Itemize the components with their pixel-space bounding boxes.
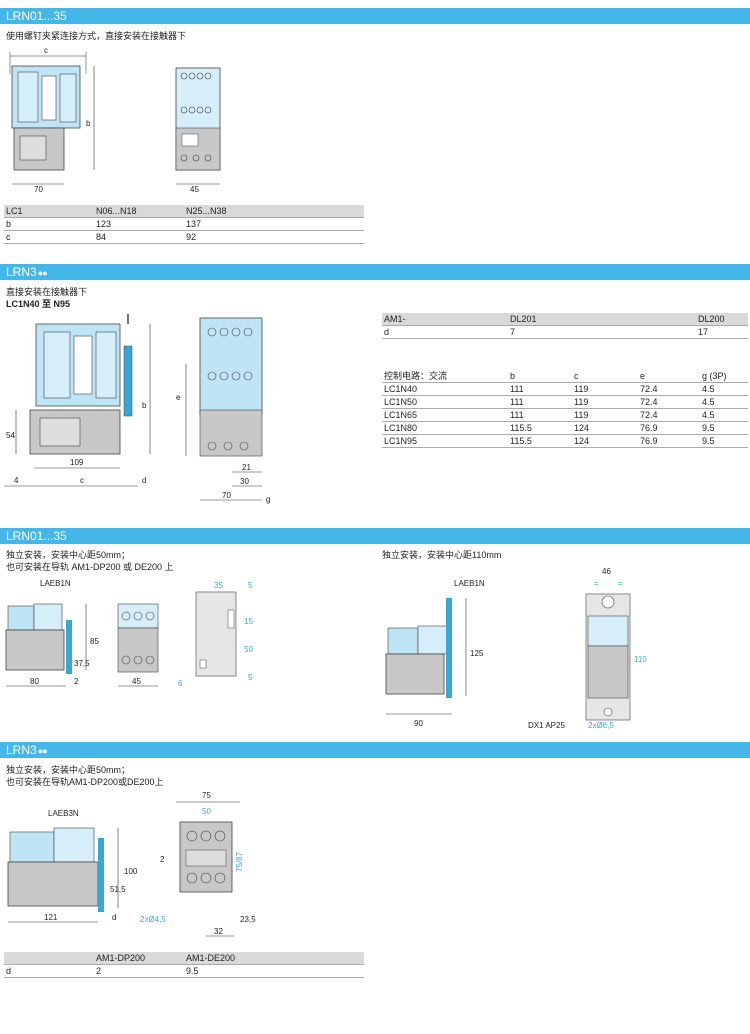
svg-text:c: c (80, 476, 84, 485)
svg-text:e: e (176, 393, 181, 402)
svg-text:51,5: 51,5 (110, 885, 126, 894)
svg-text:2: 2 (160, 855, 165, 864)
section-header-lrn3: LRN3●● (0, 264, 750, 280)
svg-text:90: 90 (414, 719, 423, 728)
standalone-note: 独立安装，安装中心距50mm； (6, 765, 131, 775)
lrn3-standalone-drawing: LAEB3N 100 51,5 121 d 75 50 2 75/87 2xØ4… (7, 791, 256, 937)
svg-text:=: = (618, 579, 623, 588)
svg-text:d: d (112, 913, 116, 922)
svg-text:=: = (594, 579, 599, 588)
rail-note: 也可安装在导轨 AM1-DP200 或 DE200 上 (6, 562, 174, 572)
svg-text:6: 6 (178, 679, 183, 688)
svg-text:b: b (142, 401, 147, 410)
lrn01-side-drawing: c b 70 45 (9, 46, 221, 194)
svg-text:45: 45 (132, 677, 141, 686)
mounting-note: 直接安装在接触器下 (6, 287, 88, 297)
dim-70: 70 (34, 185, 43, 194)
dim-45: 45 (190, 185, 199, 194)
table-header: N25...N38 (184, 205, 364, 218)
lrn3-drawing: 54 109 4 c d b e 21 30 70 g (4, 314, 270, 504)
svg-text:LAEB3N: LAEB3N (48, 809, 79, 818)
svg-text:110: 110 (634, 655, 647, 664)
svg-text:2xØ4,5: 2xØ4,5 (140, 915, 166, 924)
lrn01-110-drawing: LAEB1N 125 90 46 = = 110 DX1 AP25 2xØ6,5 (385, 567, 647, 730)
svg-text:15: 15 (244, 617, 253, 626)
svg-text:80: 80 (30, 677, 39, 686)
svg-text:5: 5 (248, 673, 253, 682)
svg-text:d: d (142, 476, 146, 485)
svg-text:35: 35 (214, 581, 223, 590)
svg-text:121: 121 (44, 913, 58, 922)
svg-text:109: 109 (70, 458, 84, 467)
dim-b: b (86, 119, 91, 128)
svg-text:21: 21 (242, 463, 251, 472)
svg-text:75/87: 75/87 (235, 851, 244, 872)
svg-text:LAEB1N: LAEB1N (40, 579, 71, 588)
svg-text:50: 50 (244, 645, 253, 654)
section-header-lrn01-35-standalone: LRN01...35 (0, 528, 750, 544)
svg-text:32: 32 (214, 927, 223, 936)
svg-text:4: 4 (14, 476, 19, 485)
rail-note: 也可安装在导轨AM1-DP200或DE200上 (6, 777, 164, 787)
svg-text:50: 50 (202, 807, 211, 816)
svg-text:70: 70 (222, 491, 231, 500)
lrn01-standalone-drawing: LAEB1N 85 37,5 80 2 45 35 5 15 50 6 5 (5, 579, 253, 688)
svg-text:g: g (266, 495, 270, 504)
svg-text:37,5: 37,5 (74, 659, 90, 668)
model-range-note: LC1N40 至 N95 (6, 299, 71, 309)
svg-text:75: 75 (202, 791, 211, 800)
svg-text:46: 46 (602, 567, 611, 576)
svg-text:2xØ6,5: 2xØ6,5 (588, 721, 614, 730)
dim-c: c (44, 46, 48, 55)
svg-text:5: 5 (248, 581, 253, 590)
svg-text:2: 2 (74, 677, 79, 686)
svg-text:30: 30 (240, 477, 249, 486)
svg-text:100: 100 (124, 867, 138, 876)
svg-text:23,5: 23,5 (240, 915, 256, 924)
standalone-note: 独立安装，安装中心距50mm； (6, 550, 131, 560)
svg-text:DX1 AP25: DX1 AP25 (528, 721, 565, 730)
mounting-note: 使用螺钉夹紧连接方式，直接安装在接触器下 (6, 31, 187, 41)
table-header: N06...N18 (94, 205, 184, 218)
section-header-lrn3-standalone: LRN3●● (0, 742, 750, 758)
standalone-110-note: 独立安装，安装中心距110mm (382, 550, 502, 560)
svg-text:54: 54 (6, 431, 15, 440)
svg-text:LAEB1N: LAEB1N (454, 579, 485, 588)
section-header-lrn01-35: LRN01...35 (0, 8, 750, 24)
svg-text:125: 125 (470, 649, 484, 658)
svg-text:85: 85 (90, 637, 99, 646)
table-header: LC1 (4, 205, 94, 218)
